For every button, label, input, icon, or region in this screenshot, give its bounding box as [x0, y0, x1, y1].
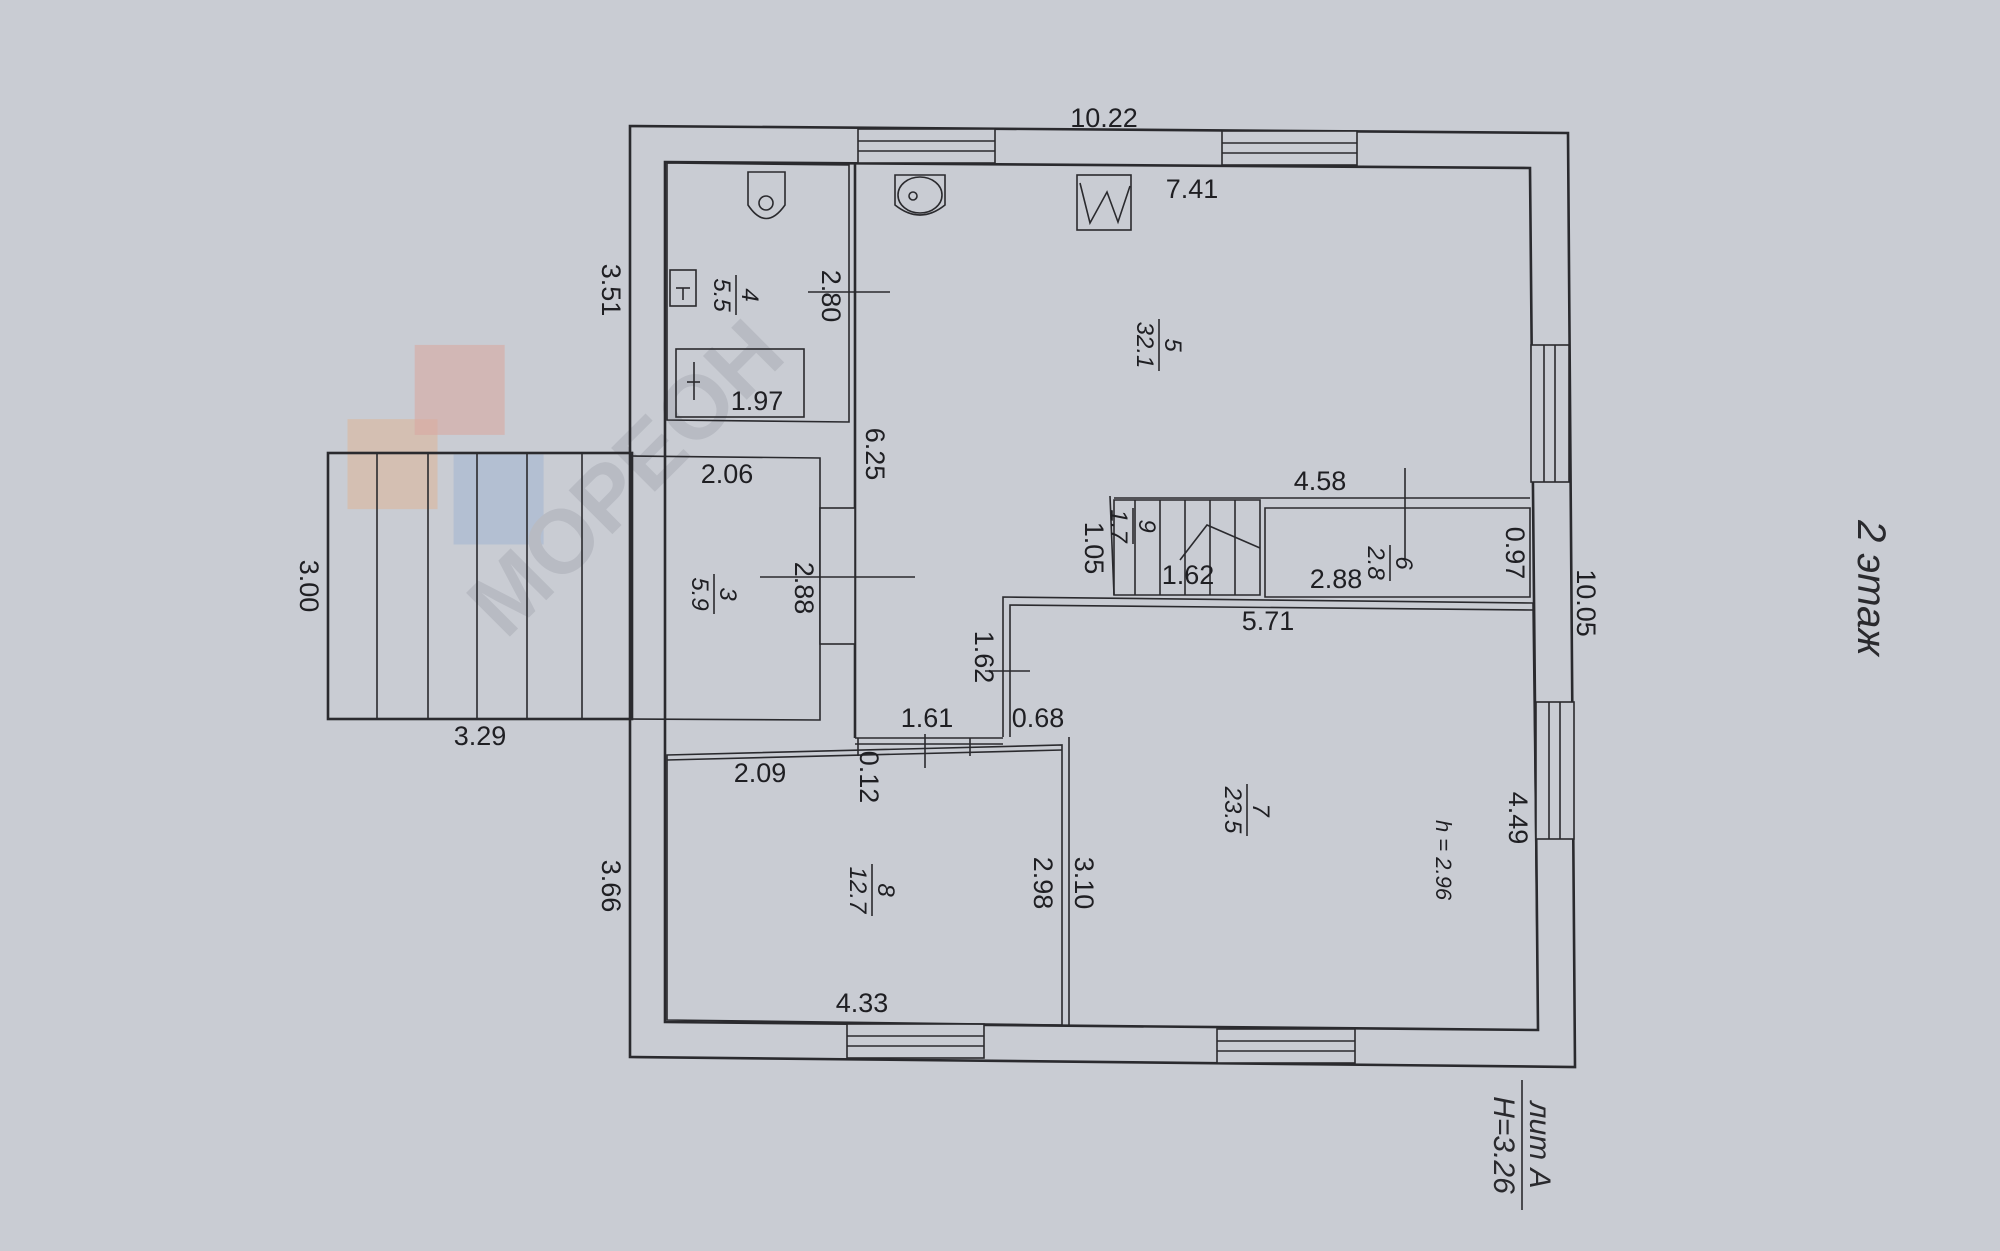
room-3-area: 5.9 — [686, 577, 713, 610]
dim-room5-width: 7.41 — [1166, 174, 1219, 204]
dim-room7-left-height: 3.10 — [1069, 857, 1099, 910]
washbasin-icon — [894, 174, 946, 216]
room-7-label: 7 23.5 — [1219, 784, 1274, 836]
window-bottom-left — [846, 1023, 985, 1059]
dim-wall-thickness: 0.12 — [854, 751, 884, 804]
room-9-label: 9 1.7 — [1105, 508, 1160, 544]
room-3-label: 3 5.9 — [686, 574, 741, 614]
room-9-area: 1.7 — [1105, 509, 1132, 544]
window-right-upper — [1530, 344, 1570, 483]
horizontal-dimensions: 10.22 7.41 1.97 2.06 3.29 4.58 1.62 2.88… — [454, 103, 1363, 1018]
vertical-dimensions: 3.51 2.80 6.25 3.00 2.88 1.05 0.97 10.05… — [294, 264, 1601, 913]
window-top-left — [857, 128, 996, 164]
room-6-label: 6 2.8 — [1362, 545, 1417, 581]
dim-left-lower: 3.66 — [596, 860, 626, 913]
toilet-icon — [747, 171, 786, 220]
dim-room6-height: 0.97 — [1500, 527, 1530, 580]
dim-wall-offset: 0.68 — [1012, 703, 1065, 733]
room-3-number: 3 — [714, 587, 741, 601]
room-5-number: 5 — [1159, 338, 1186, 352]
room-7-area: 23.5 — [1219, 786, 1246, 834]
dim-room6-width: 2.88 — [1310, 564, 1363, 594]
dim-top-width: 10.22 — [1070, 103, 1138, 133]
litera-block: лит А H=3.26 — [1487, 1080, 1556, 1210]
room-height-note: h = 2.96 — [1431, 820, 1456, 901]
boiler-icon — [1076, 174, 1132, 231]
dim-room8-width: 4.33 — [836, 988, 889, 1018]
floor-title: 2 этаж — [1849, 519, 1893, 657]
room-8-area: 12.7 — [844, 867, 871, 915]
dim-room7-width: 5.71 — [1242, 606, 1295, 636]
room-6-area: 2.8 — [1362, 545, 1389, 580]
dim-corridor-height: 6.25 — [860, 428, 890, 481]
room-4-number: 4 — [736, 288, 763, 301]
total-height-label: H=3.26 — [1487, 1096, 1520, 1194]
litera-label: лит А — [1523, 1100, 1556, 1189]
dim-right-height: 10.05 — [1571, 569, 1601, 637]
room-8-label: 8 12.7 — [844, 864, 899, 916]
dim-room6-top-width: 4.58 — [1294, 466, 1347, 496]
room-6-number: 6 — [1390, 556, 1417, 570]
dim-room3-width: 2.06 — [701, 459, 754, 489]
dim-room8-width-top: 2.09 — [734, 758, 787, 788]
room-4-area: 5.5 — [708, 278, 735, 312]
dim-passage-height: 1.62 — [969, 631, 999, 684]
room-5-area: 32.1 — [1131, 322, 1158, 369]
dim-passage-width: 1.61 — [901, 703, 954, 733]
dim-room9-height: 1.05 — [1079, 522, 1109, 575]
section-lines — [760, 291, 1406, 768]
dim-room4-width: 1.97 — [731, 386, 784, 416]
dim-room9-width: 1.62 — [1162, 560, 1215, 590]
dim-stair-width: 3.29 — [454, 721, 507, 751]
window-right-lower — [1535, 701, 1575, 840]
dim-left-upper: 3.51 — [596, 264, 626, 317]
dim-room4-height: 2.80 — [816, 270, 846, 323]
dim-room7-height: 4.49 — [1503, 792, 1533, 845]
room-8-number: 8 — [872, 883, 899, 897]
room-9-number: 9 — [1133, 519, 1160, 532]
bathtub-icon — [675, 348, 805, 418]
room-5-label: 5 32.1 — [1131, 319, 1186, 371]
room-7-number: 7 — [1247, 803, 1274, 818]
window-top-right — [1221, 130, 1358, 166]
window-bottom-right — [1216, 1028, 1356, 1064]
interior-walls — [326, 162, 1539, 1031]
dim-stair-height: 3.00 — [294, 560, 324, 613]
sink-icon — [669, 269, 697, 307]
dim-room3-height: 2.88 — [789, 562, 819, 615]
dim-room8-height: 2.98 — [1028, 857, 1058, 910]
room-4-label: 4 5.5 — [708, 275, 763, 315]
